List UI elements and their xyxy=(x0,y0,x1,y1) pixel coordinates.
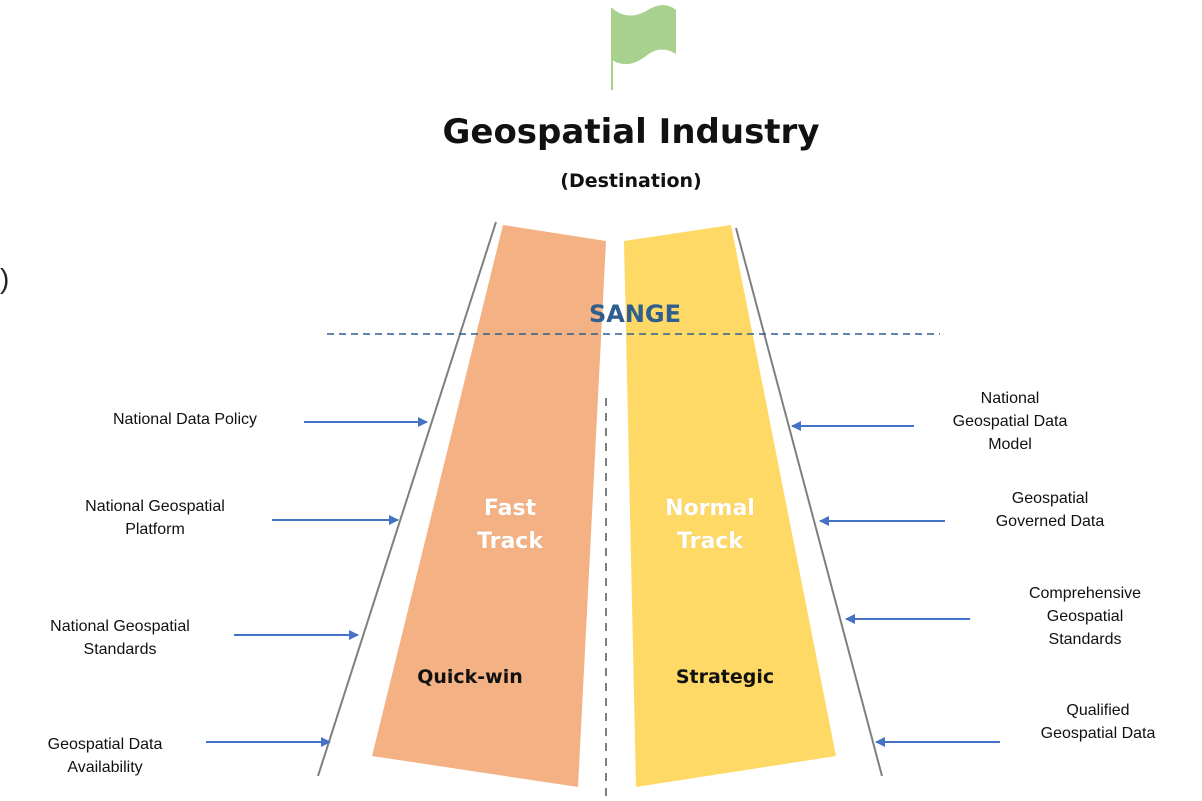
left-label-national-geospatial-platform: National Geospatial Platform xyxy=(30,495,280,541)
normal-track-kind: Strategic xyxy=(675,666,775,688)
right-label-line2: Geospatial Data xyxy=(952,413,1068,430)
fast-track-title: Fast Track xyxy=(450,492,570,558)
right-label-line1: Qualified xyxy=(1066,702,1130,719)
left-label-line1: National Geospatial xyxy=(85,498,225,515)
right-label-line1: Comprehensive xyxy=(1028,585,1142,602)
left-label-line2: Standards xyxy=(83,641,157,658)
fast-track-title-line1: Fast xyxy=(483,496,537,521)
left-label-national-data-policy: National Data Policy xyxy=(60,408,310,431)
right-label-line3: Standards xyxy=(1048,631,1122,648)
fast-track-kind: Quick-win xyxy=(417,666,523,688)
road-right-edge xyxy=(735,227,883,777)
sange-label: SANGE xyxy=(588,300,682,328)
normal-track-title-line1: Normal xyxy=(665,496,755,521)
right-label-geospatial-governed-data: Geospatial Governed Data xyxy=(950,487,1150,533)
left-label-national-geospatial-standards: National Geospatial Standards xyxy=(0,615,240,661)
destination-title: Geospatial Industry xyxy=(442,112,820,152)
right-label-qualified-geospatial-data: Qualified Geospatial Data xyxy=(998,699,1198,745)
right-label-line1: Geospatial xyxy=(1011,490,1089,507)
normal-track-lane xyxy=(624,225,836,787)
right-label-line2: Geospatial xyxy=(1046,608,1124,625)
left-label-line1: Geospatial Data xyxy=(47,736,163,753)
normal-track-title: Normal Track xyxy=(645,492,775,558)
left-label-line1: National Data Policy xyxy=(112,411,258,428)
right-label-line2: Geospatial Data xyxy=(1040,725,1156,742)
right-label-line3: Model xyxy=(988,436,1032,453)
right-label-line2: Governed Data xyxy=(995,513,1105,530)
destination-subtitle: (Destination) xyxy=(560,170,702,192)
left-label-geospatial-data-availability: Geospatial Data Availability xyxy=(10,733,200,779)
right-label-national-geospatial-data-model: National Geospatial Data Model xyxy=(910,387,1110,456)
edge-text: ) xyxy=(0,263,10,294)
fast-track-lane xyxy=(372,225,606,787)
fast-track-title-line2: Track xyxy=(477,529,543,554)
right-label-line1: National xyxy=(980,390,1040,407)
normal-track-title-line2: Track xyxy=(677,529,743,554)
flag-icon xyxy=(612,5,676,65)
left-label-line2: Availability xyxy=(67,759,143,776)
right-label-comprehensive-geospatial-standards: Comprehensive Geospatial Standards xyxy=(985,582,1185,651)
road-left-edge xyxy=(317,221,497,777)
left-label-line2: Platform xyxy=(125,521,185,538)
left-label-line1: National Geospatial xyxy=(50,618,190,635)
